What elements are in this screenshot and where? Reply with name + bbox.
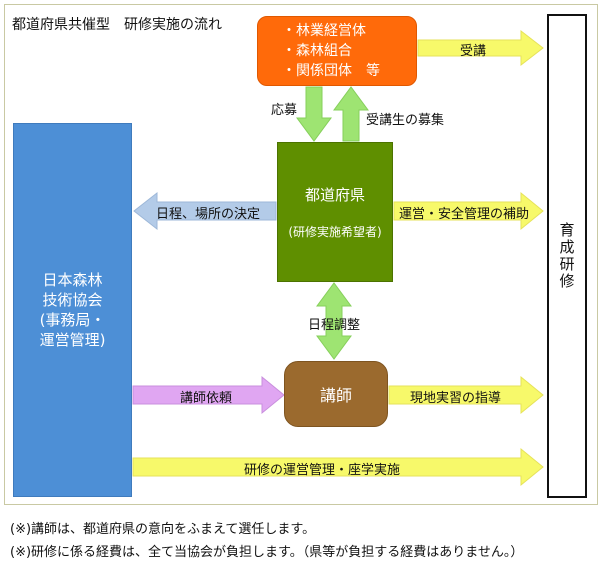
label-lecturer-request: 講師依頼 [180,391,233,406]
prefecture-title: 都道府県 [304,186,365,204]
note-expenses: (※)研修に係る経費は、全て当協会が負担します。（県等が負担する経費はありません… [10,545,524,560]
jafta-box: 日本森林 技術協会 (事務局・ 運営管理) [13,123,132,497]
arrow-recruit [333,86,369,142]
label-management-lecture: 研修の運営管理・座学実施 [244,463,401,478]
org-box: ・林業経営体 ・森林組合 ・関係団体 等 [257,16,417,86]
org-item-cooperative: ・森林組合 [282,43,352,59]
arrow-schedule-place [133,191,277,231]
training-box: 育成研修 [547,14,587,498]
org-item-forestry: ・林業経営体 [282,23,366,39]
prefecture-box: 都道府県 (研修実施希望者) [277,142,393,282]
label-attendance: 受講 [460,44,487,59]
arrow-management-lecture [132,447,544,487]
label-field-training: 現地実習の指導 [410,391,502,406]
jafta-line-1: 日本森林 [42,271,103,289]
prefecture-subtitle: (研修実施希望者) [288,225,382,239]
arrow-operation-safety [393,191,544,231]
jafta-line-3: (事務局・ [39,311,106,329]
arrow-apply [296,86,332,142]
label-schedule-place: 日程、場所の決定 [156,207,261,222]
arrow-schedule-adjust [316,282,352,360]
label-operation-safety: 運営・安全管理の補助 [399,207,530,222]
jafta-line-4: 運営管理) [39,331,106,349]
org-item-associations: ・関係団体 等 [282,63,380,79]
arrow-attendance [417,29,544,67]
lecturer-label: 講師 [319,386,352,405]
training-label: 育成研修 [557,222,576,290]
note-lecturer-selection: (※)講師は、都道府県の意向をふまえて選任します。 [10,522,316,537]
jafta-line-2: 技術協会 [42,291,103,309]
diagram-title: 都道府県共催型 研修実施の流れ [12,17,222,33]
arrow-lecturer-request [132,375,285,415]
label-recruit: 受講生の募集 [366,113,445,128]
label-schedule-adjust: 日程調整 [308,318,361,333]
arrow-field-training [388,375,544,415]
diagram-frame [4,4,598,505]
lecturer-box: 講師 [284,361,388,427]
label-apply: 応募 [271,103,298,118]
